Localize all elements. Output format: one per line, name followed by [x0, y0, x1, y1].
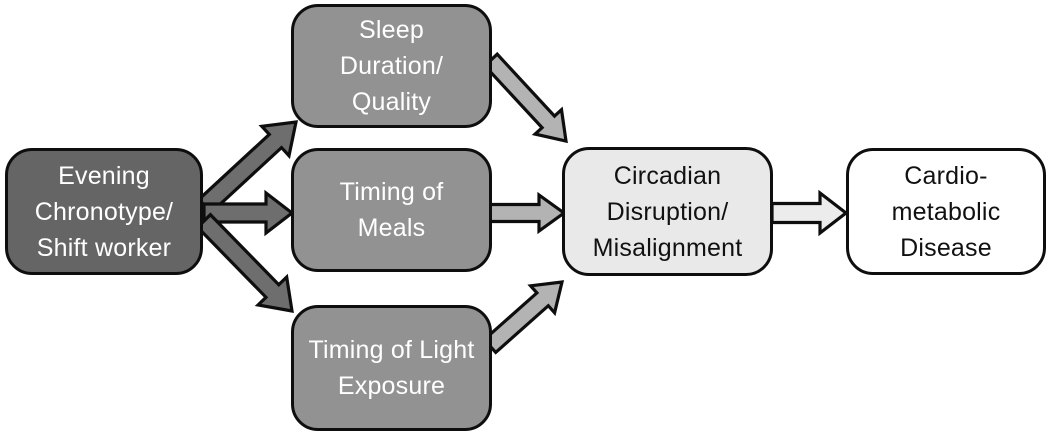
arrow-evening-to-light	[195, 212, 294, 313]
arrow-circadian-to-cardio	[770, 189, 849, 237]
node-cardiometabolic-disease-label: Cardio- metabolic Disease	[891, 161, 1001, 262]
arrow-evening-to-sleep	[196, 120, 299, 215]
node-timing-of-meals-label: Timing of Meals	[339, 178, 444, 242]
node-circadian-disruption-label: Circadian Disruption/ Misalignment	[592, 161, 743, 262]
node-timing-of-meals: Timing of Meals	[291, 148, 492, 272]
arrow-sleep-to-circadian	[482, 51, 568, 144]
node-sleep-duration-quality: Sleep Duration/ Quality	[291, 4, 492, 128]
node-timing-of-light-exposure: Timing of Light Exposure	[291, 305, 492, 431]
arrow-meals-to-circadian	[488, 191, 567, 235]
node-evening-chronotype-label: Evening Chronotype/ Shift worker	[34, 161, 174, 262]
node-cardiometabolic-disease: Cardio- metabolic Disease	[846, 148, 1046, 275]
node-timing-of-light-exposure-label: Timing of Light Exposure	[308, 336, 475, 400]
node-circadian-disruption: Circadian Disruption/ Misalignment	[562, 147, 773, 276]
node-sleep-duration-quality-label: Sleep Duration/ Quality	[339, 16, 444, 116]
arrow-light-to-circadian	[482, 280, 565, 355]
node-evening-chronotype: Evening Chronotype/ Shift worker	[5, 148, 203, 275]
arrow-evening-to-meals	[202, 189, 295, 237]
